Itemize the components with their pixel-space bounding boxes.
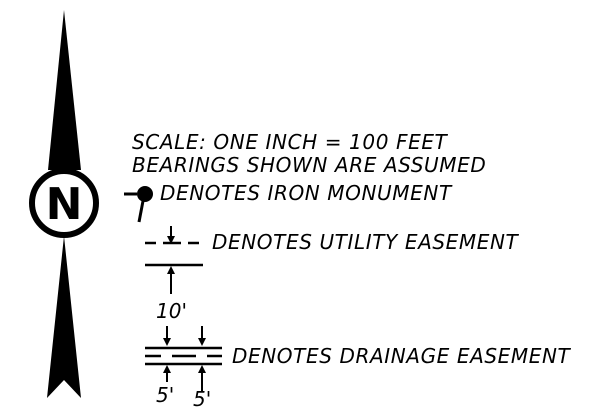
north-letter-n: N (46, 179, 83, 230)
iron-monument-label: DENOTES IRON MONUMENT (160, 181, 453, 205)
iron-monument-symbol (124, 186, 153, 223)
north-arrow-upper-spike (48, 10, 81, 170)
north-arrow: N (29, 10, 99, 398)
utility-width-label: 10' (156, 299, 187, 323)
utility-easement-symbol (145, 226, 203, 294)
drainage-width-right-label: 5' (193, 387, 211, 409)
drainage-easement-symbol (145, 326, 222, 392)
north-arrow-lower-spike (47, 236, 81, 398)
bearings-note: BEARINGS SHOWN ARE ASSUMED (132, 153, 486, 177)
utility-easement-label: DENOTES UTILITY EASEMENT (212, 230, 520, 254)
north-arrow-circle (29, 168, 99, 238)
scale-note: SCALE: ONE INCH = 100 FEET (132, 130, 449, 154)
drainage-easement-label: DENOTES DRAINAGE EASEMENT (232, 344, 572, 368)
drainage-width-left-label: 5' (156, 383, 174, 407)
